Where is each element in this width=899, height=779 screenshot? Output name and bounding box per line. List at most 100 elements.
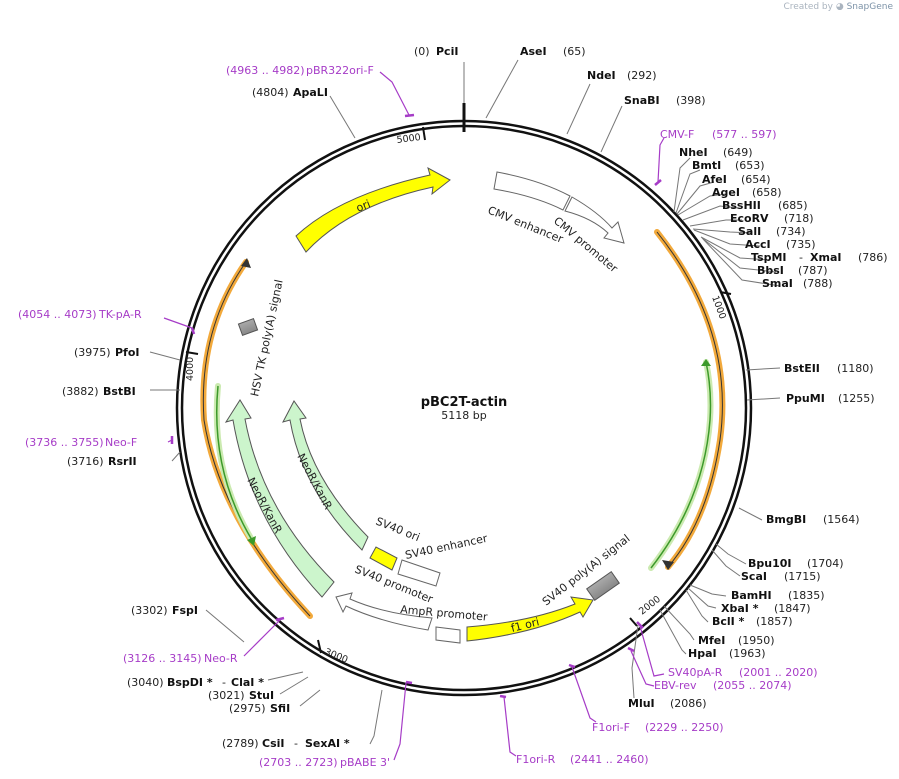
enzyme-label-stui[interactable]: (3021) StuI <box>208 689 274 702</box>
enzyme-label-sali[interactable]: SalI (734) <box>738 225 806 238</box>
svg-text:RsrII: RsrII <box>108 455 137 468</box>
svg-text:(4804): (4804) <box>252 86 289 99</box>
enzyme-label-apali[interactable]: (4804) ApaLI <box>252 86 328 99</box>
enzyme-label-sfii[interactable]: (2975) SfiI <box>229 702 290 715</box>
svg-text:2000: 2000 <box>637 594 663 618</box>
enzyme-label-bsshii[interactable]: BssHII (685) <box>722 199 808 212</box>
feature-orf-left-green[interactable] <box>213 383 256 546</box>
svg-text:(3021): (3021) <box>208 689 245 702</box>
enzyme-label-ppumi[interactable]: PpuMI (1255) <box>786 392 875 405</box>
svg-text:-: - <box>799 251 803 264</box>
svg-text:(2086): (2086) <box>670 697 707 710</box>
primer-label-pbr322ori-f[interactable]: (4963 .. 4982) pBR322ori-F <box>226 64 374 77</box>
enzyme-label-mfei[interactable]: MfeI (1950) <box>698 634 775 647</box>
svg-text:CMV-F: CMV-F <box>660 128 694 141</box>
enzyme-label-hpai[interactable]: HpaI (1963) <box>688 647 766 660</box>
svg-text:(649): (649) <box>723 146 753 159</box>
enzyme-label-bmgbi[interactable]: BmgBI (1564) <box>766 513 860 526</box>
feature-sv40-ori[interactable]: SV40 ori <box>369 515 422 571</box>
svg-text:BclI *: BclI * <box>712 615 745 628</box>
svg-text:HpaI: HpaI <box>688 647 717 660</box>
primer-label-sv40pa-r[interactable]: SV40pA-R (2001 .. 2020) <box>668 666 818 679</box>
enzyme-label-nhei[interactable]: NheI (649) <box>679 146 753 159</box>
enzyme-label-afei[interactable]: AfeI (654) <box>702 173 771 186</box>
enzyme-label-pcii[interactable]: (0) PciI <box>414 45 458 58</box>
enzyme-label-mlui[interactable]: MluI (2086) <box>628 697 707 710</box>
svg-text:(1963): (1963) <box>729 647 766 660</box>
feature-orf-right-orange[interactable] <box>654 229 726 570</box>
svg-text:(2055 .. 2074): (2055 .. 2074) <box>713 679 792 692</box>
svg-text:(787): (787) <box>798 264 828 277</box>
primer-label-tk-pa-r[interactable]: (4054 .. 4073) TK-pA-R <box>18 308 142 321</box>
svg-text:PciI: PciI <box>436 45 458 58</box>
svg-text:(4963 .. 4982): (4963 .. 4982) <box>226 64 305 77</box>
primer-label-neo-f[interactable]: (3736 .. 3755) Neo-F <box>25 436 137 449</box>
enzyme-label-ecorv[interactable]: EcoRV (718) <box>730 212 814 225</box>
enzyme-label-acci[interactable]: AccI (735) <box>745 238 816 251</box>
feature-neor-kanr-inner[interactable]: NeoR/KanR <box>282 400 369 551</box>
enzyme-label-csii-sexai[interactable]: (2789) CsiI - SexAI * <box>222 737 350 750</box>
svg-text:MfeI: MfeI <box>698 634 725 647</box>
enzyme-label-xbai[interactable]: XbaI * (1847) <box>721 602 811 615</box>
svg-text:(654): (654) <box>741 173 771 186</box>
enzyme-label-rsrii[interactable]: (3716) RsrII <box>67 455 137 468</box>
svg-text:BssHII: BssHII <box>722 199 761 212</box>
enzyme-label-bamhi[interactable]: BamHI (1835) <box>731 589 825 602</box>
enzyme-label-scai[interactable]: ScaI (1715) <box>741 570 821 583</box>
primer-label-neo-r[interactable]: (3126 .. 3145) Neo-R <box>123 652 238 665</box>
primer-label-pbabe-3[interactable]: (2703 .. 2723) pBABE 3' <box>259 756 390 769</box>
svg-text:(2975): (2975) <box>229 702 266 715</box>
svg-text:HSV TK poly(A) signal: HSV TK poly(A) signal <box>248 278 285 397</box>
enzyme-label-bbsi[interactable]: BbsI (787) <box>757 264 828 277</box>
feature-sv40-polya[interactable]: SV40 poly(A) signal <box>540 532 633 608</box>
enzyme-label-bspdi-clai[interactable]: (3040) BspDI * - ClaI * <box>127 676 264 689</box>
enzyme-label-fspi[interactable]: (3302) FspI <box>131 604 198 617</box>
svg-text:XbaI *: XbaI * <box>721 602 759 615</box>
enzyme-label-asei[interactable]: AseI (65) <box>520 45 586 58</box>
svg-text:F1ori-F: F1ori-F <box>592 721 630 734</box>
svg-text:ScaI: ScaI <box>741 570 767 583</box>
enzyme-label-snabi[interactable]: SnaBI (398) <box>624 94 706 107</box>
enzyme-label-ndei[interactable]: NdeI (292) <box>587 69 657 82</box>
enzyme-label-tspmi-xmai[interactable]: TspMI - XmaI (786) <box>751 251 888 264</box>
svg-text:SexAI *: SexAI * <box>305 737 350 750</box>
primer-label-cmv-f[interactable]: CMV-F (577 .. 597) <box>660 128 777 141</box>
svg-text:BmtI: BmtI <box>692 159 721 172</box>
svg-text:SV40 poly(A) signal: SV40 poly(A) signal <box>540 532 633 608</box>
primer-label-ebv-rev[interactable]: EBV-rev (2055 .. 2074) <box>654 679 792 692</box>
svg-text:SalI: SalI <box>738 225 761 238</box>
svg-text:(65): (65) <box>563 45 586 58</box>
svg-text:(735): (735) <box>786 238 816 251</box>
enzyme-label-smai[interactable]: SmaI (788) <box>762 277 833 290</box>
svg-text:ApaLI: ApaLI <box>293 86 328 99</box>
feature-orf-right-green[interactable] <box>648 359 714 571</box>
enzyme-label-bmti[interactable]: BmtI (653) <box>692 159 765 172</box>
svg-text:PfoI: PfoI <box>115 346 140 359</box>
plasmid-length: 5118 bp <box>441 409 486 422</box>
enzyme-leaders <box>149 59 781 745</box>
svg-text:MluI: MluI <box>628 697 655 710</box>
svg-text:5000: 5000 <box>396 132 421 146</box>
primer-label-f1ori-r[interactable]: F1ori-R (2441 .. 2460) <box>516 753 649 766</box>
enzyme-label-bstbi[interactable]: (3882) BstBI <box>62 385 136 398</box>
enzyme-label-pfoi[interactable]: (3975) PfoI <box>74 346 140 359</box>
svg-text:PpuMI: PpuMI <box>786 392 825 405</box>
feature-ori[interactable]: ori <box>295 166 451 253</box>
snapgene-credit: Created by ◕ SnapGene <box>783 2 893 12</box>
svg-text:F1ori-R: F1ori-R <box>516 753 556 766</box>
enzyme-label-bcli[interactable]: BclI * (1857) <box>712 615 793 628</box>
svg-text:CsiI: CsiI <box>262 737 284 750</box>
feature-hsv-tk-polya[interactable]: HSV TK poly(A) signal <box>237 278 286 398</box>
svg-text:3000: 3000 <box>323 647 350 666</box>
svg-text:(0): (0) <box>414 45 430 58</box>
svg-text:(3302): (3302) <box>131 604 168 617</box>
feature-cmv-enhancer[interactable]: CMV enhancer <box>486 171 571 246</box>
svg-text:pBR322ori-F: pBR322ori-F <box>306 64 374 77</box>
svg-text:(734): (734) <box>776 225 806 238</box>
feature-orf-left-orange[interactable] <box>200 258 313 619</box>
enzyme-label-bpu10i[interactable]: Bpu10I (1704) <box>748 557 844 570</box>
enzyme-label-bsteii[interactable]: BstEII (1180) <box>784 362 874 375</box>
svg-text:SfiI: SfiI <box>270 702 290 715</box>
primer-label-f1ori-f[interactable]: F1ori-F (2229 .. 2250) <box>592 721 724 734</box>
enzyme-label-agei[interactable]: AgeI (658) <box>712 186 782 199</box>
